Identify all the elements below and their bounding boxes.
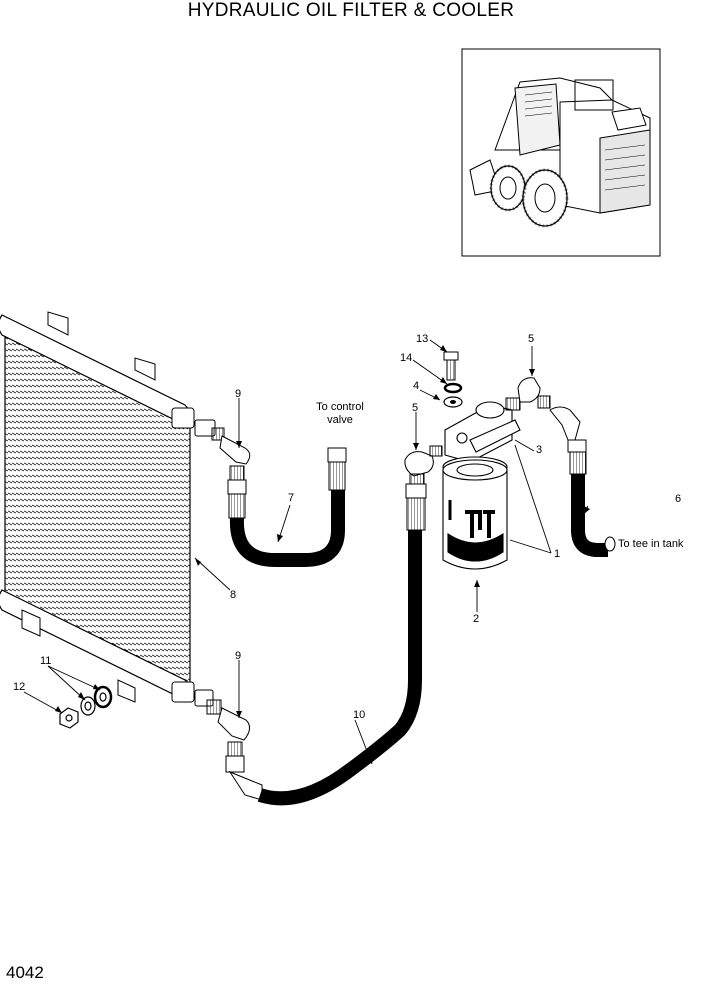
hardware-11-12	[59, 685, 113, 729]
leader-lines	[23, 339, 589, 765]
hose-7	[229, 490, 345, 567]
page-title: HYDRAULIC OIL FILTER & COOLER	[187, 0, 515, 21]
elbow-5-right	[505, 377, 587, 475]
callout-3: 3	[536, 444, 543, 456]
skid-steer-inset	[461, 48, 661, 257]
callout-12: 12	[13, 681, 26, 693]
note-to-tee-in-tank: To tee in tank	[618, 538, 684, 550]
callout-13: 13	[416, 333, 429, 345]
note-to-control-valve: To control valve	[306, 401, 374, 427]
oil-cooler	[0, 311, 195, 703]
callout-7: 7	[288, 492, 295, 504]
bolt-13	[443, 351, 459, 381]
note-line-1: To control	[316, 401, 364, 413]
page-number: 4042	[6, 963, 44, 982]
note-line-2: valve	[327, 414, 353, 426]
hose-7-end-fitting	[327, 447, 347, 491]
callout-1: 1	[554, 548, 561, 560]
hose-10	[257, 530, 422, 806]
callout-8: 8	[230, 589, 237, 601]
callout-9-lower: 9	[235, 650, 242, 662]
callout-5-right: 5	[528, 333, 535, 345]
hose-10-end-fitting	[405, 483, 427, 531]
elbow-5-left	[404, 445, 443, 485]
callout-6: 6	[675, 493, 682, 505]
callout-14: 14	[400, 352, 413, 364]
callout-9-upper: 9	[235, 388, 242, 400]
filter-assembly	[442, 401, 521, 570]
lock-washer-14	[443, 382, 463, 394]
callout-4: 4	[413, 380, 420, 392]
callout-10: 10	[353, 709, 366, 721]
upper-elbow-fitting	[194, 419, 251, 519]
callout-2: 2	[473, 613, 480, 625]
callout-5-left: 5	[412, 402, 419, 414]
hose-6	[571, 474, 608, 557]
arrowheads	[55, 345, 590, 764]
lower-elbow-fitting	[194, 689, 263, 801]
callout-11: 11	[40, 655, 52, 667]
